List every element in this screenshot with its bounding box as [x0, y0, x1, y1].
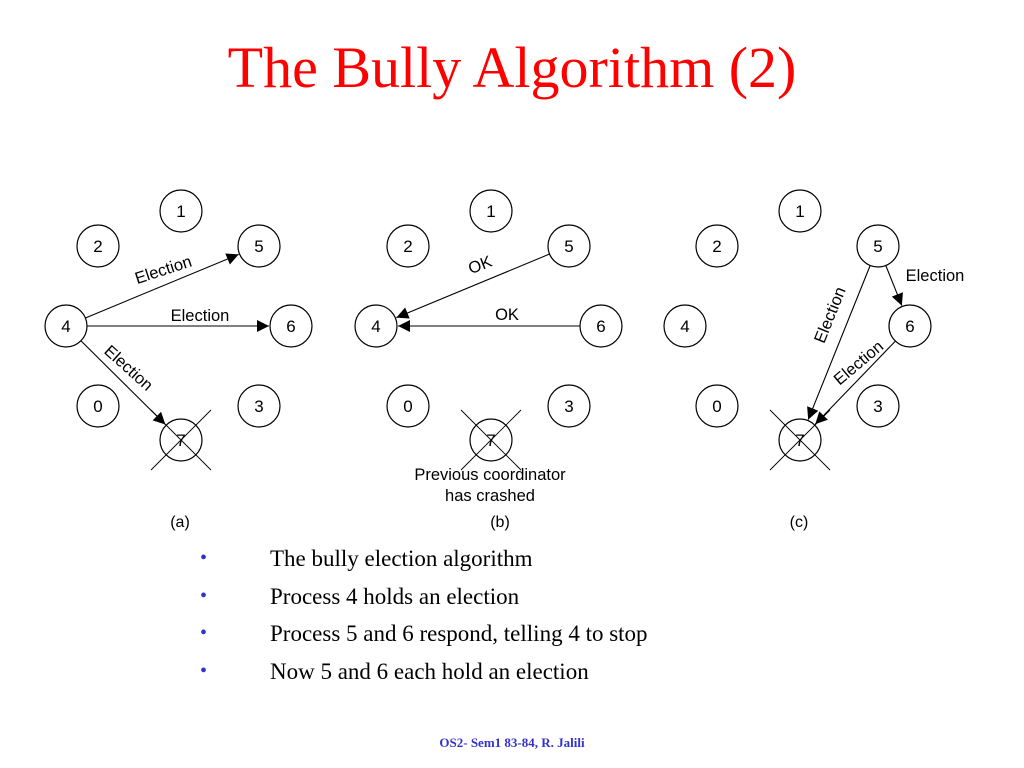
edge-arrow: [814, 340, 896, 425]
bullet-text: Now 5 and 6 each hold an election: [270, 658, 589, 684]
node-label: 4: [61, 317, 70, 336]
process-node: [547, 224, 591, 268]
process-node: [386, 384, 430, 428]
slide-title: The Bully Algorithm (2): [227, 35, 797, 100]
process-node: [44, 304, 88, 348]
bullet-dot-icon: •: [200, 622, 208, 644]
bullet-text: Process 5 and 6 respond, telling 4 to st…: [270, 621, 648, 646]
bullet-text: Process 4 holds an election: [270, 583, 520, 609]
node-label: 1: [176, 202, 185, 221]
bullet-dot-icon: •: [200, 659, 208, 682]
node-label: 5: [873, 237, 882, 256]
node-label: 4: [680, 317, 689, 336]
node-label: 2: [712, 237, 721, 256]
process-node: [547, 384, 591, 428]
crash-mark: [460, 409, 522, 471]
node-label: 0: [403, 397, 412, 416]
footer-credit: OS2- Sem1 83-84, R. Jalili: [439, 735, 585, 750]
process-node: [469, 189, 513, 233]
edge-label: OK: [466, 253, 495, 278]
crash-mark: [150, 409, 212, 471]
edge-arrow: [396, 253, 550, 319]
panel-caption: (b): [490, 514, 510, 531]
node-label: 4: [371, 317, 380, 336]
process-node: [888, 304, 932, 348]
panel-caption: (c): [790, 514, 809, 531]
process-node: [663, 304, 707, 348]
edge-label: Election: [133, 253, 194, 288]
bullet-text: The bully election algorithm: [270, 546, 533, 571]
process-node: [695, 384, 739, 428]
node-label: 6: [286, 317, 295, 336]
process-node: [856, 224, 900, 268]
process-node: [856, 384, 900, 428]
process-node: [778, 189, 822, 233]
process-node: [237, 224, 281, 268]
diagram-panel: ElectionElectionElection12546037(a): [44, 189, 313, 531]
node-label: 2: [93, 237, 102, 256]
node-label: 5: [254, 237, 263, 256]
process-node: [76, 224, 120, 268]
panel-caption: (a): [170, 514, 190, 531]
process-node: [237, 384, 281, 428]
edge-label: Election: [171, 307, 230, 325]
process-node: [354, 304, 398, 348]
node-label: 1: [486, 202, 495, 221]
node-label: 3: [873, 397, 882, 416]
node-label: 6: [596, 317, 605, 336]
node-label: 1: [795, 202, 804, 221]
bullet-dot-icon: •: [200, 584, 208, 607]
edge-arrow: [807, 265, 871, 420]
node-label: 3: [564, 397, 573, 416]
node-label: 5: [564, 237, 573, 256]
edge-label: Election: [906, 267, 965, 285]
edge-label: OK: [495, 306, 519, 324]
process-node: [386, 224, 430, 268]
crash-mark: [769, 409, 831, 471]
edge-arrow: [85, 253, 239, 319]
edge-label: Election: [831, 337, 888, 389]
process-node: [269, 304, 313, 348]
node-label: 0: [93, 397, 102, 416]
crash-note: has crashed: [445, 487, 535, 505]
process-node: [76, 384, 120, 428]
process-node: [579, 304, 623, 348]
edge-arrow: [885, 265, 903, 306]
crash-note: Previous coordinator: [414, 466, 566, 484]
node-label: 2: [403, 237, 412, 256]
node-label: 3: [254, 397, 263, 416]
bullet-dot-icon: •: [200, 547, 208, 569]
node-label: 6: [905, 317, 914, 336]
process-node: [695, 224, 739, 268]
process-node: [159, 189, 203, 233]
node-label: 0: [712, 397, 721, 416]
diagram-panel: ElectionElectionElection12546037(c): [663, 189, 965, 531]
edge-label: Election: [811, 285, 850, 346]
